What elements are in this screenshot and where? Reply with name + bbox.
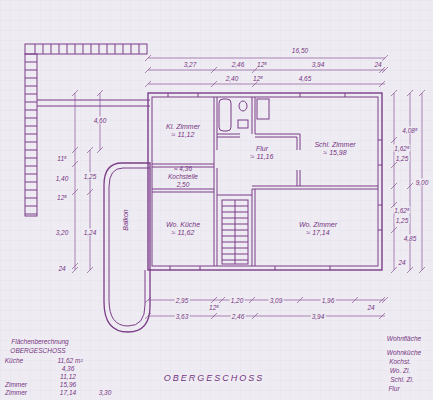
dimension-label: 1,25 [395, 217, 410, 224]
dimension-label: 24 [57, 265, 66, 272]
room: Wo. Küche≈ 11,62 [163, 220, 204, 240]
stair [222, 200, 248, 264]
outer-wall-inner [152, 97, 378, 266]
dimension-label: 12⁵ [56, 194, 68, 201]
dimension-label: 1,62⁵ [393, 145, 410, 152]
dimension-label: 1,25 [83, 173, 98, 180]
room-label: Kl. Zimmer [165, 123, 201, 131]
dimension-label: 1,20 [230, 297, 245, 304]
dimension-label: 3,94 [311, 61, 326, 68]
dimension-label: Kochst. [388, 358, 412, 365]
room-label: 2,50 [167, 181, 199, 189]
interior-walls [152, 97, 378, 266]
room-label: Wo. Zimmer [298, 221, 339, 229]
room-label: Kochstelle [167, 173, 199, 181]
room-label: ≈ 11,12 [165, 131, 201, 139]
room-label: Flur [250, 145, 275, 153]
dimension-label: 9,00 [415, 179, 430, 186]
room-label: Schl. Zimmer [313, 141, 357, 149]
dimension-label: 15,96 [59, 381, 77, 388]
dimension-label: 24 [366, 304, 375, 311]
plan-title: OBERGESCHOSS [162, 373, 267, 383]
windows [168, 93, 382, 270]
dimension-label: 3,27 [183, 61, 198, 68]
room-label: ≈ 17,14 [298, 229, 339, 237]
dimension-label: 11,62 m² [56, 357, 83, 364]
room-label: ≈ 11,62 [165, 229, 202, 237]
dimension-label: 3,63 [175, 313, 190, 320]
dimension-label: 4,36 [61, 365, 76, 372]
room-label: Wo. Küche [165, 221, 202, 229]
pergola [25, 44, 150, 216]
room: Flur≈ 11,16 [248, 144, 277, 164]
dimension-label: 2,95 [175, 297, 190, 304]
dimension-label: 3,20 [55, 229, 70, 236]
outer-wall [148, 93, 382, 270]
dimension-label: 2,40 [225, 75, 240, 82]
dimension-label: Zimmer [4, 381, 28, 388]
dimension-label: 17,14 [59, 389, 77, 396]
room: Schl. Zimmer≈ 15,98 [311, 140, 359, 160]
dimension-label: Wo. Zi. [389, 367, 412, 374]
dimension-label: 4,85 [403, 235, 418, 242]
room: Balkon [121, 206, 133, 234]
room-label: ≈ 15,98 [313, 149, 357, 157]
room-label: ≈ 4,36 [167, 165, 199, 173]
dimension-label: 2,46 [231, 61, 246, 68]
stair-steps [222, 206, 248, 260]
dimension-label: Schl. Zi. [389, 376, 414, 383]
dimension-label: 3,94 [311, 313, 326, 320]
dimension-label: 11⁵ [56, 155, 67, 162]
dimension-label: 1,96 [321, 297, 336, 304]
balcony-outline [104, 163, 150, 332]
dimension-label: 1,62⁵ [393, 207, 410, 214]
dimension-label: 24 [373, 61, 382, 68]
dimension-label: 2,46 [231, 313, 246, 320]
dimension-label: 24 [397, 259, 406, 266]
balcony-inner [109, 168, 150, 326]
dimension-label: 4,60 [93, 117, 108, 124]
dimension-label: 3,30 [98, 389, 113, 396]
dimension-label: 16,50 [291, 47, 309, 54]
room: ≈ 4,36Kochstelle2,50 [165, 164, 201, 192]
dimension-label: OBERGESCHOSS [9, 347, 66, 354]
room-label: ≈ 11,16 [250, 153, 275, 161]
dimension-label: 1,40 [55, 175, 70, 182]
dimension-label: 11,12 [59, 373, 77, 380]
dimension-label: Zimmer [4, 389, 28, 396]
dimension-label: 3,09 [269, 297, 284, 304]
room-label: Balkon [122, 208, 130, 232]
dimension-label: Flächenberechnung [10, 338, 69, 345]
dimension-label: Flur [387, 385, 400, 392]
room: Kl. Zimmer≈ 11,12 [163, 122, 203, 142]
dimension-lines [72, 55, 425, 319]
dimension-label: Wohnküche [386, 349, 422, 356]
room: Wo. Zimmer≈ 17,14 [296, 220, 341, 240]
dimension-label: Wohnfläche [386, 335, 422, 342]
dimension-label: 12⁵ [252, 75, 264, 82]
dimension-label: 12⁵ [208, 304, 220, 311]
bath-fixtures [219, 99, 269, 131]
dimension-label: 4,65 [298, 75, 313, 82]
dimension-label: 1,25 [395, 155, 410, 162]
dimension-label: 1,24 [83, 229, 98, 236]
dimension-label: Küche [4, 357, 24, 364]
dimension-label: 12⁵ [256, 61, 268, 68]
dimension-label: 4,08⁵ [401, 127, 418, 134]
